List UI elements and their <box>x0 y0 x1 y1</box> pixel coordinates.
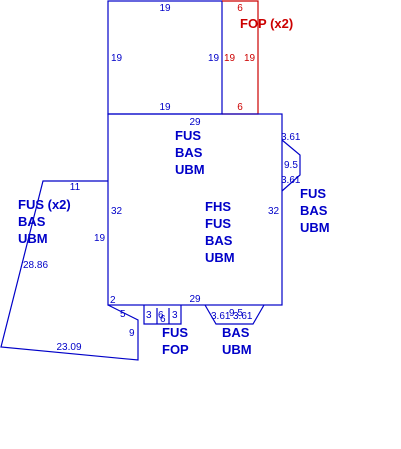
fop-upper-dim-right: 19 <box>244 53 256 64</box>
upper-room-dim-left: 19 <box>111 53 123 64</box>
left-wing-dim-inner-left: 19 <box>94 233 106 244</box>
bottom-small-label-2: FOP <box>162 342 189 357</box>
bottom-small-label-1: FUS <box>162 325 188 340</box>
left-wing-dim-bottom: 23.09 <box>56 342 81 353</box>
bottom-bay-dim-1: 3.61 <box>211 311 231 322</box>
bottom-small-dim-2: 6 <box>158 310 164 321</box>
upper-room-dim-bottom: 19 <box>159 102 171 113</box>
main-block-outline <box>107 113 283 306</box>
left-wing-label-3: UBM <box>18 231 48 246</box>
bottom-bay-dim-2: 9.5 <box>229 308 243 319</box>
left-wing-label-1: FUS (x2) <box>18 197 71 212</box>
main-top-label-2: BAS <box>175 145 203 160</box>
main-block-dim-right: 32 <box>268 206 280 217</box>
main-top-label-1: FUS <box>175 128 201 143</box>
bottom-small-dim-1: 3 <box>146 310 152 321</box>
main-center-label-4: UBM <box>205 250 235 265</box>
left-wing-dim-step: 5 <box>120 309 126 320</box>
right-bay-dim-middle: 9.5 <box>284 160 298 171</box>
right-bay-label-2: BAS <box>300 203 328 218</box>
main-center-label-2: FUS <box>205 216 231 231</box>
fop-upper-dim-top: 6 <box>237 3 243 14</box>
left-wing-dim-top: 11 <box>70 182 81 193</box>
bottom-bay-label-2: UBM <box>222 342 252 357</box>
bottom-small-dim-4: 3 <box>172 310 178 321</box>
bottom-small-outline <box>143 305 182 325</box>
upper-room-outline <box>107 0 223 115</box>
bottom-bay-outline <box>204 304 265 325</box>
main-top-label-3: UBM <box>175 162 205 177</box>
left-wing-outline <box>0 180 139 361</box>
left-wing-dim-corner: 2 <box>110 295 116 306</box>
fop-upper-dim-left: 19 <box>224 53 236 64</box>
main-block-dim-top: 29 <box>189 117 201 128</box>
left-wing-dim-right-lower: 9 <box>129 328 135 339</box>
right-bay-dim-bottom: 3.61 <box>281 175 301 186</box>
left-wing-label-2: BAS <box>18 214 46 229</box>
right-bay-dim-top: 3.61 <box>281 132 301 143</box>
bottom-small-dim-3: 6 <box>160 314 166 325</box>
right-bay-label-3: UBM <box>300 220 330 235</box>
main-block-dim-left: 32 <box>111 206 123 217</box>
right-bay-label-1: FUS <box>300 186 326 201</box>
main-center-label-3: BAS <box>205 233 233 248</box>
upper-room-dim-top: 19 <box>159 3 171 14</box>
bottom-bay-dim-3: 3.61 <box>233 311 253 322</box>
left-wing-dim-slant: 28.86 <box>23 260 48 271</box>
upper-room-dim-right: 19 <box>208 53 220 64</box>
main-center-label-1: FHS <box>205 199 231 214</box>
fop-upper-dim-bottom: 6 <box>237 102 243 113</box>
fop-upper-label: FOP (x2) <box>240 16 293 31</box>
bottom-bay-label-1: BAS <box>222 325 250 340</box>
right-bay-outline <box>281 139 301 192</box>
main-block-dim-bottom: 29 <box>189 294 201 305</box>
